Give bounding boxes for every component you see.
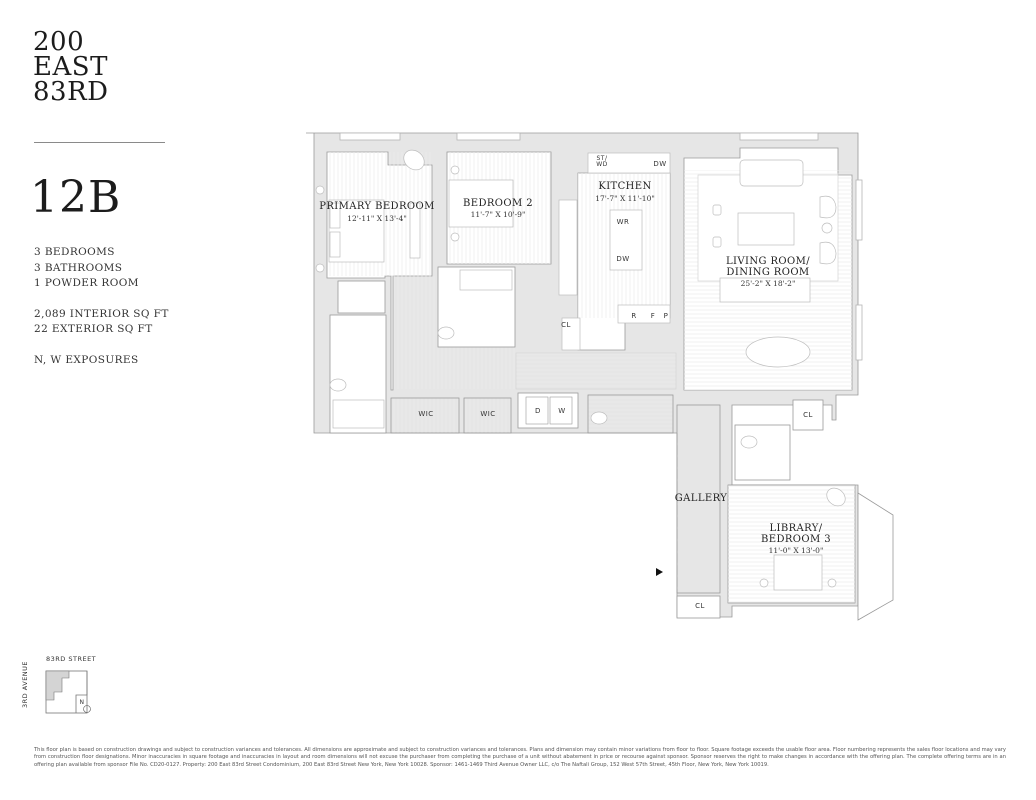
north-compass-icon [83,705,91,713]
keyplan-north-label: N [79,699,85,706]
legal-disclaimer: This floor plan is based on construction… [34,747,1006,768]
room-label-living-line1: LIVING ROOM/ [725,256,811,267]
room-label-living-line2: DINING ROOM [726,267,810,278]
closet-library: CL [803,411,813,419]
room-dims-primary-bedroom: 12'-11" X 13'-4" [347,214,407,223]
spec-exposures: N, W EXPOSURES [34,353,139,366]
building-name-line: 200 [33,27,85,57]
spec-bathrooms: 3 BATHROOMS [34,261,123,274]
spec-bedrooms: 3 BEDROOMS [34,246,115,258]
room-dims-kitchen: 17'-7" X 11'-10" [595,194,655,203]
room-label-library-line2: BEDROOM 3 [761,534,831,545]
keyplan-avenue-label: 3RD AVENUE [21,660,29,708]
divider [34,142,165,143]
building-name-line: 83RD [33,77,109,107]
spec-interior-sqft: 2,089 INTERIOR SQ FT [34,307,169,320]
closet-wic-1: WIC [418,410,434,418]
unit-specs: 3 BEDROOMS 3 BATHROOMS 1 POWDER ROOM 2,0… [34,245,169,368]
room-label-primary-bedroom: PRIMARY BEDROOM [319,201,435,212]
room-dims-living: 25'-2" X 18'-2" [740,279,796,288]
room-dims-library: 11'-0" X 13'-0" [768,546,824,555]
room-label-gallery: GALLERY [674,493,728,504]
room-label-library-line1: LIBRARY/ [769,523,823,534]
keyplan-street-label: 83RD STREET [46,655,97,663]
building-name-line: EAST [33,52,108,82]
fixture-dryer: D [535,407,541,415]
fixture-wine-refrigerator: WR [616,218,630,226]
fixture-dishwasher-top: DW [653,160,667,168]
furniture [315,149,846,591]
fixture-stove-washer-dryer: ST/ WD [596,155,608,168]
spec-powder-room: 1 POWDER ROOM [34,277,139,289]
fixture-refrigerator: R [631,312,637,320]
closet-wic-2: WIC [480,410,496,418]
closet-gallery: CL [695,602,705,610]
fixture-dishwasher-island: DW [616,255,630,263]
spec-exterior-sqft: 22 EXTERIOR SQ FT [34,323,153,335]
room-dims-bedroom-2: 11'-7" X 10'-9" [470,210,526,219]
fixture-pantry: P [663,312,669,320]
windows [339,132,863,361]
entry-arrow-icon [656,568,663,576]
room-label-kitchen: KITCHEN [598,181,652,192]
room-label-bedroom-2: BEDROOM 2 [463,198,533,209]
unit-number: 12B [30,172,122,223]
fixture-freezer: F [650,312,656,320]
fixture-washer: W [558,407,566,415]
keyplan-map [45,670,91,714]
closet-kitchen: CL [561,321,571,329]
building-logo: 200 EAST 83RD [33,27,109,107]
